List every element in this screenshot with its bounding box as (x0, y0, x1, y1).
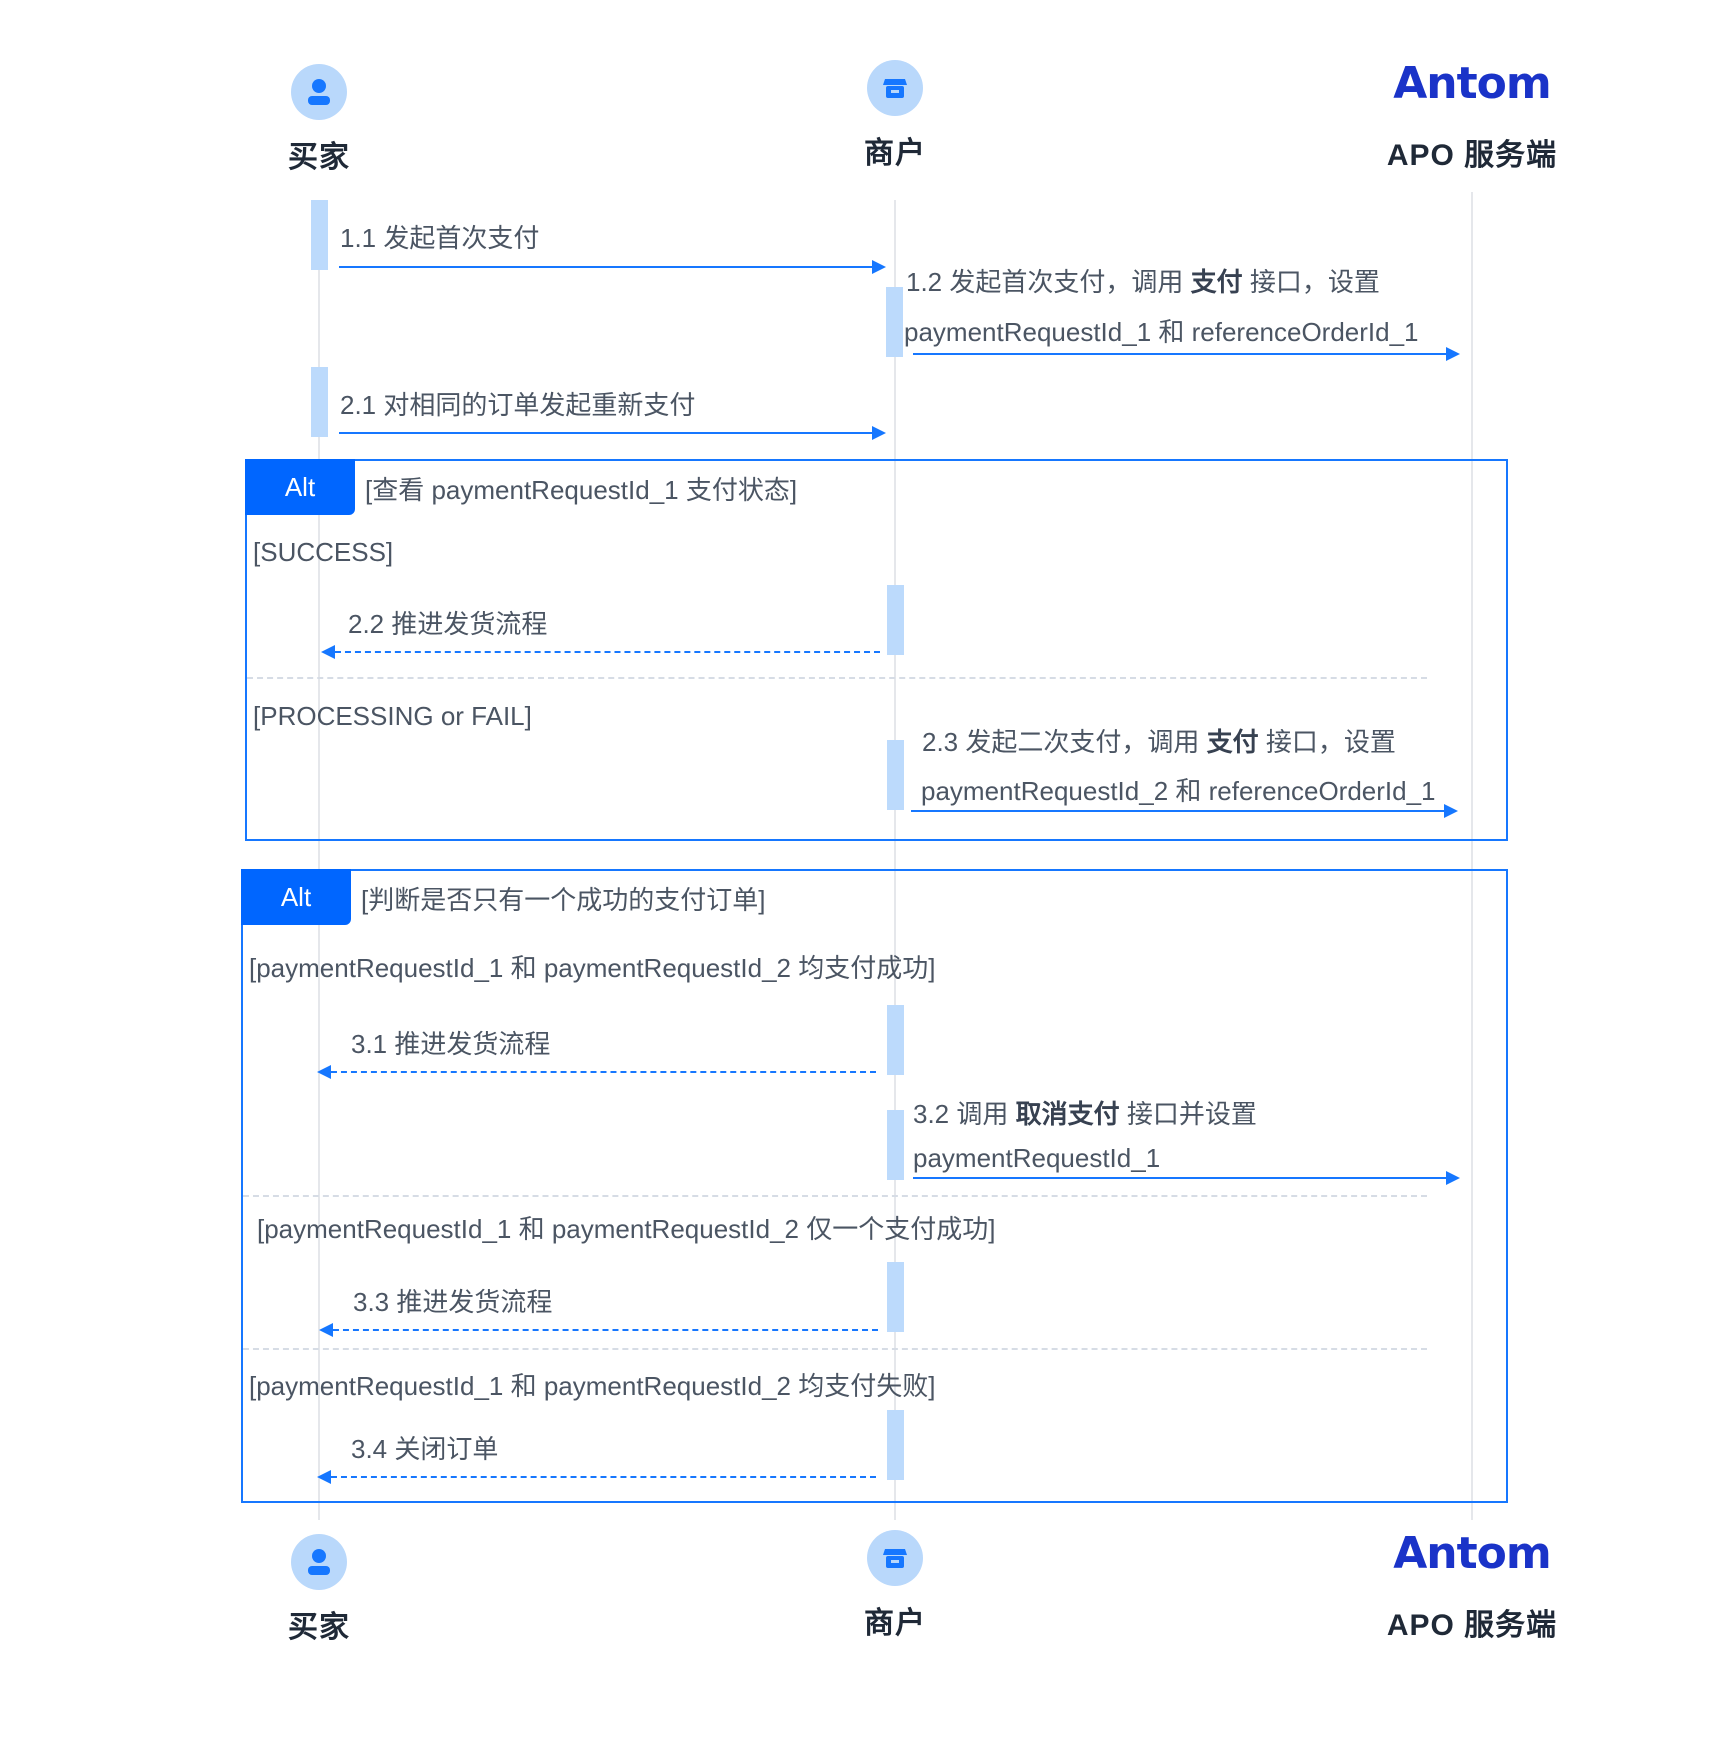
arrow-3-2 (913, 1171, 1460, 1185)
message-3-2: 3.2 调用 取消支付 接口并设置 (913, 1099, 1257, 1129)
arrow-3-1 (317, 1065, 876, 1079)
activation-buyer-1 (311, 200, 328, 270)
alt-condition: [判断是否只有一个成功的支付订单] (361, 885, 766, 915)
arrow-1-1 (339, 260, 886, 274)
lifeline-apo (1471, 192, 1473, 1520)
guard-both-fail: [paymentRequestId_1 和 paymentRequestId_2… (249, 1371, 936, 1401)
actor-name: 买家 (288, 1611, 350, 1644)
antom-logo: Antom (1393, 1528, 1552, 1579)
actor-merchant-bottom: 商户 (795, 1530, 995, 1642)
message-1-2-line2: paymentRequestId_1 和 referenceOrderId_1 (904, 317, 1419, 347)
store-icon (867, 1530, 923, 1586)
alt-tag: Alt (241, 869, 351, 925)
activation-merchant-5 (887, 1110, 904, 1180)
actor-apo-bottom: Antom APO 服务端 (1372, 1532, 1572, 1644)
guard-both-success: [paymentRequestId_1 和 paymentRequestId_2… (249, 953, 936, 983)
guard-one-success: [paymentRequestId_1 和 paymentRequestId_2… (257, 1214, 996, 1244)
actor-name: APO 服务端 (1386, 1609, 1558, 1642)
message-1-2: 1.2 发起首次支付，调用 支付 接口，设置 (906, 267, 1380, 297)
arrow-3-3 (319, 1323, 878, 1337)
message-1-1: 1.1 发起首次支付 (340, 223, 540, 253)
arrow-3-4 (317, 1470, 876, 1484)
alt-fragment-2: Alt (241, 869, 1508, 1503)
message-3-2-line2: paymentRequestId_1 (913, 1143, 1161, 1173)
message-2-3: 2.3 发起二次支付，调用 支付 接口，设置 (922, 727, 1396, 757)
lifeline-buyer (318, 200, 320, 1520)
arrow-2-3 (911, 804, 1458, 818)
actor-name: 商户 (864, 137, 926, 170)
antom-logo: Antom (1393, 58, 1552, 109)
alt-separator (243, 1348, 1427, 1350)
message-2-1: 2.1 对相同的订单发起重新支付 (340, 390, 696, 420)
arrow-2-1 (339, 426, 886, 440)
actor-merchant-top: 商户 (795, 60, 995, 172)
alt-condition: [查看 paymentRequestId_1 支付状态] (365, 475, 798, 505)
user-icon (291, 1534, 347, 1590)
activation-merchant-4 (887, 1005, 904, 1075)
arrow-1-2 (913, 347, 1460, 361)
message-3-1: 3.1 推进发货流程 (351, 1029, 551, 1059)
activation-merchant-3 (887, 740, 904, 810)
message-3-4: 3.4 关闭订单 (351, 1434, 499, 1464)
alt-separator (243, 1195, 1427, 1197)
actor-name: 买家 (288, 141, 350, 174)
actor-name: APO 服务端 (1386, 139, 1558, 172)
store-icon (867, 60, 923, 116)
guard-success: [SUCCESS] (253, 537, 394, 567)
arrow-2-2 (321, 645, 880, 659)
activation-merchant-6 (887, 1262, 904, 1332)
activation-merchant-2 (887, 585, 904, 655)
alt-separator (247, 677, 1427, 679)
activation-buyer-2 (311, 367, 328, 437)
message-3-3: 3.3 推进发货流程 (353, 1287, 553, 1317)
activation-merchant-7 (887, 1410, 904, 1480)
alt-fragment-1: Alt (245, 459, 1508, 841)
guard-processing-or-fail: [PROCESSING or FAIL] (253, 701, 532, 731)
actor-name: 商户 (864, 1607, 926, 1640)
actor-buyer-top: 买家 (219, 64, 419, 176)
user-icon (291, 64, 347, 120)
lifeline-merchant (894, 200, 896, 1520)
message-2-3-line2: paymentRequestId_2 和 referenceOrderId_1 (921, 776, 1436, 806)
message-2-2: 2.2 推进发货流程 (348, 609, 548, 639)
activation-merchant-1 (886, 287, 903, 357)
actor-buyer-bottom: 买家 (219, 1534, 419, 1646)
actor-apo-top: Antom APO 服务端 (1372, 62, 1572, 174)
alt-tag: Alt (245, 459, 355, 515)
